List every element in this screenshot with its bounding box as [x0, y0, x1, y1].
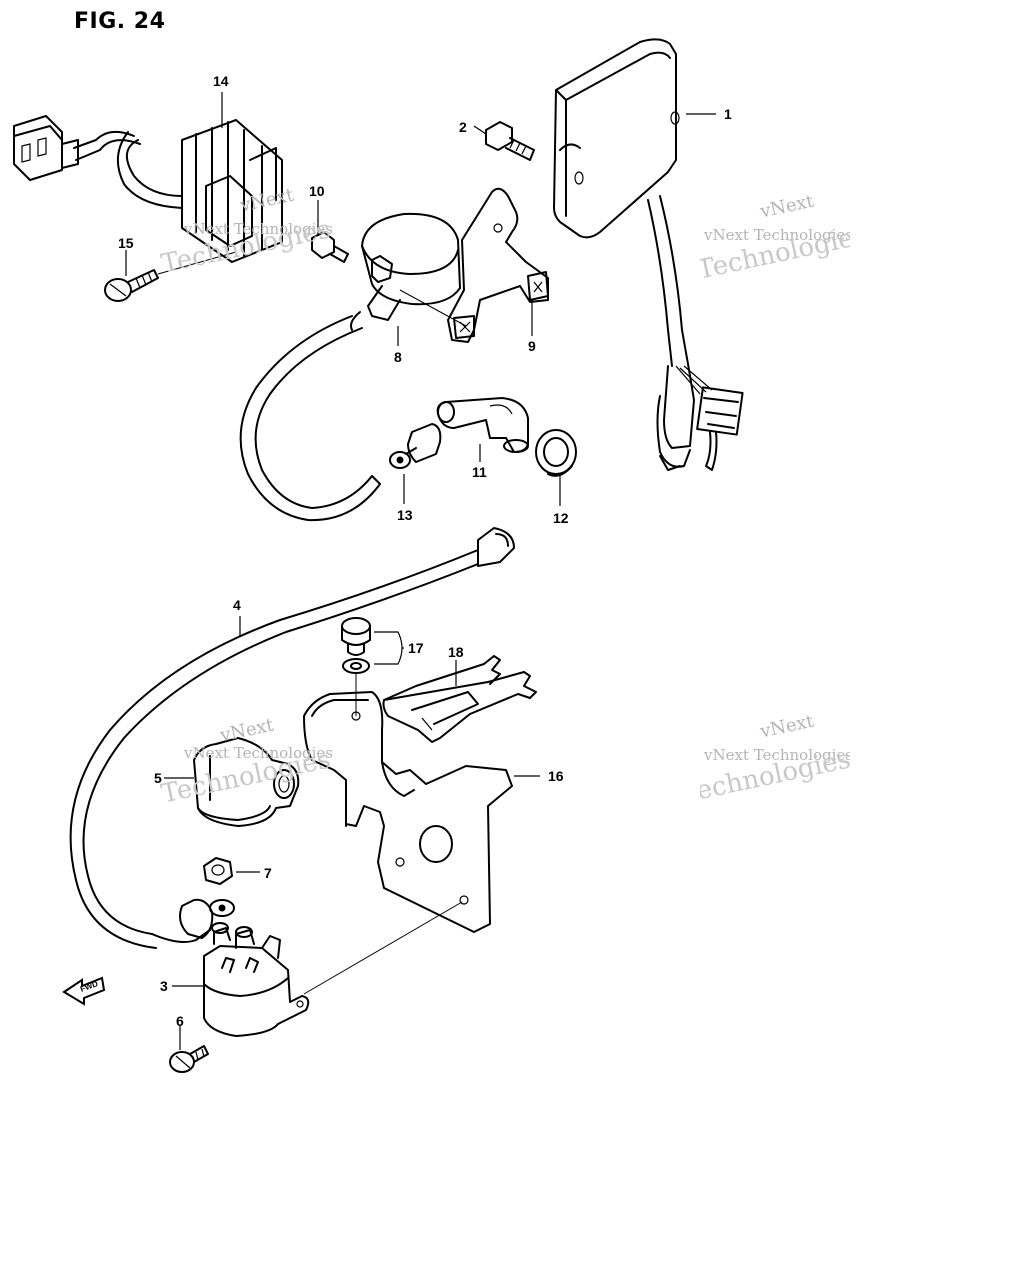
watermark: vNext vNext Technologies Technologies [158, 184, 334, 280]
part-1-cdi-unit [553, 38, 744, 471]
part-4-cable [69, 527, 515, 949]
callout-5: 5 [154, 770, 162, 786]
part-17-bolt-washer [341, 617, 371, 716]
callout-1: 1 [724, 106, 732, 122]
callout-3: 3 [160, 978, 168, 994]
part-15-screw [104, 251, 237, 302]
part-9-coil-bracket [447, 187, 549, 343]
callout-13: 13 [397, 507, 413, 523]
part-14-regulator-rectifier [13, 115, 283, 263]
callout-12: 12 [553, 510, 569, 526]
callout-17: 17 [408, 640, 424, 656]
callout-2: 2 [459, 119, 467, 135]
watermark: vNext vNext Technologies Technologies [700, 716, 850, 810]
callout-9: 9 [528, 338, 536, 354]
callout-4: 4 [233, 597, 241, 613]
part-11-plug-cap [436, 397, 529, 453]
part-5-boot [193, 737, 300, 827]
watermark: vNext vNext Technologies Technologies [158, 714, 334, 810]
part-13-terminal [389, 423, 442, 469]
watermark: vNext vNext Technologies Technologies [700, 196, 850, 286]
callout-16: 16 [548, 768, 564, 784]
part-3-starter-relay [203, 901, 463, 1037]
part-2-bolt [485, 121, 535, 161]
callout-14: 14 [213, 73, 229, 89]
callout-18: 18 [448, 644, 464, 660]
part-7-nut [203, 857, 233, 885]
callout-6: 6 [176, 1013, 184, 1029]
part-16-bracket [303, 691, 513, 933]
callout-leader-lines [125, 92, 716, 1050]
part-6-screw [169, 1045, 209, 1073]
part-12-seal-cap [535, 429, 577, 477]
callout-8: 8 [394, 349, 402, 365]
figure-title: FIG. 24 [74, 9, 166, 34]
part-18-clamp [382, 655, 537, 743]
forward-arrow-icon [62, 976, 106, 1006]
callout-11: 11 [472, 464, 487, 480]
callout-7: 7 [264, 865, 272, 881]
callout-15: 15 [118, 235, 134, 251]
part-10-bolt [311, 231, 349, 263]
callout-10: 10 [309, 183, 325, 199]
